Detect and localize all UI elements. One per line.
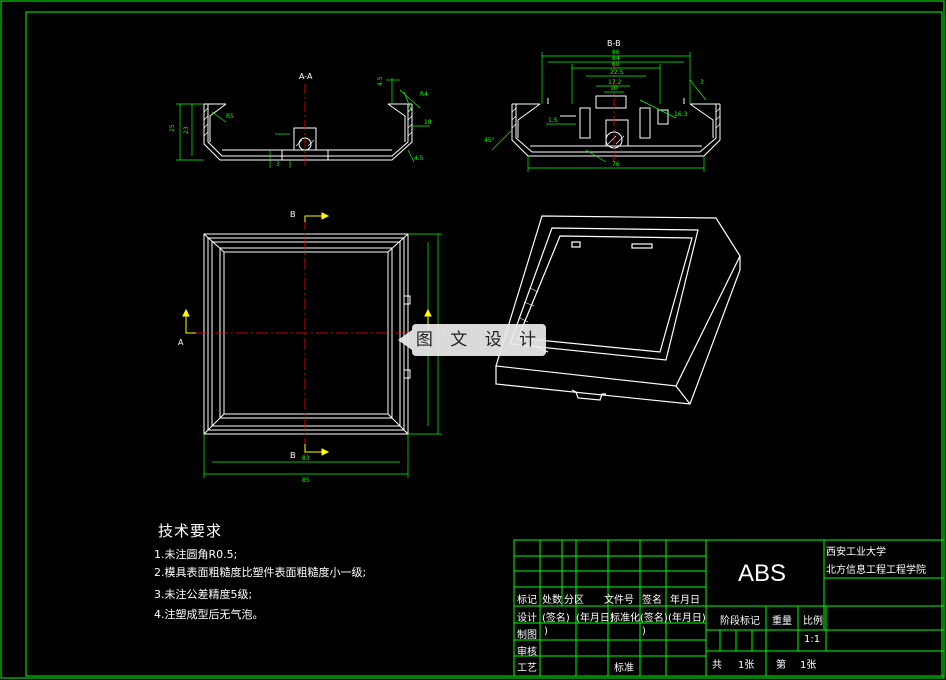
watermark-text: 图 文 设 计 bbox=[415, 330, 543, 350]
svg-text:83: 83 bbox=[302, 455, 310, 462]
tb-row1-col1: 标记 bbox=[517, 595, 537, 606]
tb-approve: 标准 bbox=[614, 663, 634, 674]
tb-drawing: 制图 bbox=[517, 630, 537, 641]
tb-row1-col4: 文件号 bbox=[604, 595, 634, 606]
tb-row1-col2: 处数 bbox=[542, 595, 562, 606]
tb-row2-col6: (年月日) bbox=[668, 613, 706, 624]
inner-frame bbox=[25, 11, 943, 677]
tb-row2-col3: (年月日) bbox=[576, 613, 614, 624]
isometric-hatch-lines bbox=[519, 287, 539, 323]
tb-weight: 重量 bbox=[772, 616, 792, 627]
cut-marker-b-top: B bbox=[290, 210, 296, 219]
svg-text:86: 86 bbox=[612, 49, 620, 56]
tech-requirements-title: 技术要求 bbox=[158, 522, 223, 540]
section-bb-dim-text: 86 84 60 22.5 17.2 10 76 45° 1.5 16.3 3 bbox=[484, 49, 704, 168]
svg-text:23: 23 bbox=[183, 126, 190, 134]
svg-text:R5: R5 bbox=[226, 113, 234, 120]
svg-text:16.3: 16.3 bbox=[674, 111, 688, 118]
tb-row1-col3: 分区 bbox=[564, 595, 584, 606]
tb-sheet-no-prefix: 第 bbox=[776, 660, 786, 671]
tech-requirement-1: 1.未注圆角R0.5; bbox=[154, 548, 238, 561]
tb-scale-value: 1:1 bbox=[804, 634, 821, 645]
svg-text:60: 60 bbox=[612, 61, 620, 68]
tb-scale-label: 比例 bbox=[803, 616, 823, 627]
section-bb-label: B-B bbox=[607, 39, 621, 48]
plan-view-centerlines bbox=[196, 218, 420, 458]
tb-row2-col1: 设计 bbox=[517, 613, 537, 624]
tb-review: 审核 bbox=[517, 647, 537, 658]
section-aa-label: A-A bbox=[299, 72, 313, 81]
tb-row2-col5: (签名) bbox=[640, 613, 668, 624]
svg-text:76: 76 bbox=[612, 161, 620, 168]
tech-requirement-3: 3.未注公差精度5级; bbox=[154, 588, 253, 601]
svg-text:18: 18 bbox=[424, 119, 432, 126]
svg-text:4.5: 4.5 bbox=[377, 76, 384, 86]
section-aa-hatch bbox=[203, 107, 413, 147]
svg-text:45°: 45° bbox=[484, 137, 495, 144]
tb-stage-mark: 阶段标记 bbox=[720, 616, 760, 627]
section-aa-dimensions bbox=[176, 78, 430, 168]
watermark-arrow-icon bbox=[398, 330, 412, 350]
tb-sheets-total-prefix: 共 bbox=[712, 660, 722, 671]
tb-sheets-total: 1张 bbox=[738, 660, 755, 671]
tech-requirement-4: 4.注塑成型后无气泡。 bbox=[154, 608, 264, 621]
section-aa-view bbox=[203, 103, 413, 161]
tech-requirement-2: 2.模具表面粗糙度比塑件表面粗糙度小一级; bbox=[154, 566, 367, 579]
section-aa-dim-text: 25 23 4.5 R4 18 4.5 R5 3 bbox=[169, 76, 432, 168]
svg-text:4.5: 4.5 bbox=[414, 155, 424, 162]
svg-text:R4: R4 bbox=[420, 91, 428, 98]
section-bb-view bbox=[511, 95, 721, 157]
svg-text:17.2: 17.2 bbox=[608, 79, 622, 86]
tb-row1-col6: 年月日 bbox=[670, 595, 700, 606]
material-label: ABS bbox=[738, 560, 787, 587]
svg-text:85: 85 bbox=[302, 477, 310, 484]
svg-text:22.5: 22.5 bbox=[610, 69, 624, 76]
tb-row1-col5: 签名 bbox=[642, 595, 662, 606]
cut-marker-a-left: A bbox=[178, 338, 184, 347]
section-bb-dimensions bbox=[491, 52, 707, 172]
tb-sheet-no: 1张 bbox=[800, 660, 817, 671]
svg-text:3: 3 bbox=[276, 161, 280, 168]
svg-text:1.5: 1.5 bbox=[548, 117, 558, 124]
svg-text:10: 10 bbox=[610, 85, 618, 92]
tb-process: 工艺 bbox=[517, 663, 537, 674]
tb-paren-1: ) bbox=[544, 626, 548, 637]
svg-text:25: 25 bbox=[169, 124, 176, 132]
tb-paren-2: ) bbox=[642, 626, 646, 637]
section-bb-hatch bbox=[511, 107, 721, 145]
tb-row2-col2: (签名) bbox=[542, 613, 570, 624]
school-name-2: 北方信息工程工程学院 bbox=[826, 565, 926, 576]
svg-text:84: 84 bbox=[612, 55, 620, 62]
tb-row2-col4: 标准化 bbox=[610, 613, 640, 624]
watermark-badge: 图 文 设 计 bbox=[398, 324, 546, 356]
cut-marker-b-bottom: B bbox=[290, 451, 296, 460]
svg-text:3: 3 bbox=[700, 79, 704, 86]
school-name-1: 西安工业大学 bbox=[826, 547, 886, 558]
